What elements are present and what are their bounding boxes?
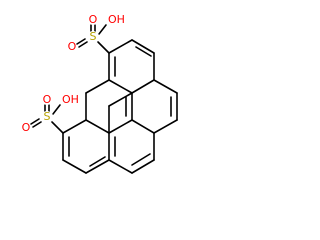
bond bbox=[98, 24, 107, 35]
bond bbox=[153, 119, 178, 134]
oxygen-atom-label-bottom-upper: O bbox=[43, 93, 52, 106]
oxygen-atom-label-bottom-lower: O bbox=[22, 121, 31, 134]
bond bbox=[62, 119, 87, 134]
bond bbox=[131, 39, 155, 54]
bond bbox=[131, 159, 155, 174]
sulfur-label-bg bbox=[87, 31, 99, 43]
bond bbox=[85, 79, 110, 94]
oxygen-label-bg bbox=[88, 15, 98, 25]
bond bbox=[108, 119, 133, 134]
chemical-structure: S O O OH S O O OH bbox=[21, 13, 178, 174]
oxygen-label-bg bbox=[42, 95, 52, 105]
bond bbox=[76, 38, 86, 45]
bond bbox=[131, 119, 155, 134]
oxygen-label-bg bbox=[67, 42, 77, 52]
sulfur-atom-label-bottom: S bbox=[44, 110, 51, 123]
oxygen-atom-label-top-lower: O bbox=[68, 40, 77, 53]
bond bbox=[32, 121, 42, 128]
bond bbox=[89, 156, 106, 167]
bond bbox=[97, 41, 110, 54]
hydroxyl-label-top: OH bbox=[108, 13, 125, 26]
bond bbox=[108, 92, 133, 107]
bond bbox=[51, 121, 64, 134]
bond bbox=[131, 153, 151, 166]
bond bbox=[108, 39, 133, 54]
label-layer: S O O OH S O O OH bbox=[21, 13, 125, 134]
bond bbox=[153, 79, 178, 94]
bond bbox=[85, 119, 110, 134]
oxygen-label-bg bbox=[21, 123, 31, 133]
bond bbox=[135, 46, 152, 57]
bond bbox=[108, 159, 133, 174]
bond bbox=[52, 104, 61, 115]
bond-layer bbox=[30, 24, 178, 174]
bond bbox=[30, 118, 40, 125]
hydroxyl-label-bottom: OH bbox=[62, 93, 79, 106]
sulfur-atom-label-top: S bbox=[90, 30, 97, 43]
bond bbox=[108, 79, 133, 94]
bond bbox=[62, 159, 87, 174]
bond bbox=[78, 41, 88, 48]
sulfur-label-bg bbox=[41, 111, 53, 123]
oxygen-atom-label-top-upper: O bbox=[89, 13, 98, 26]
bond bbox=[85, 159, 110, 174]
bond bbox=[131, 79, 155, 94]
